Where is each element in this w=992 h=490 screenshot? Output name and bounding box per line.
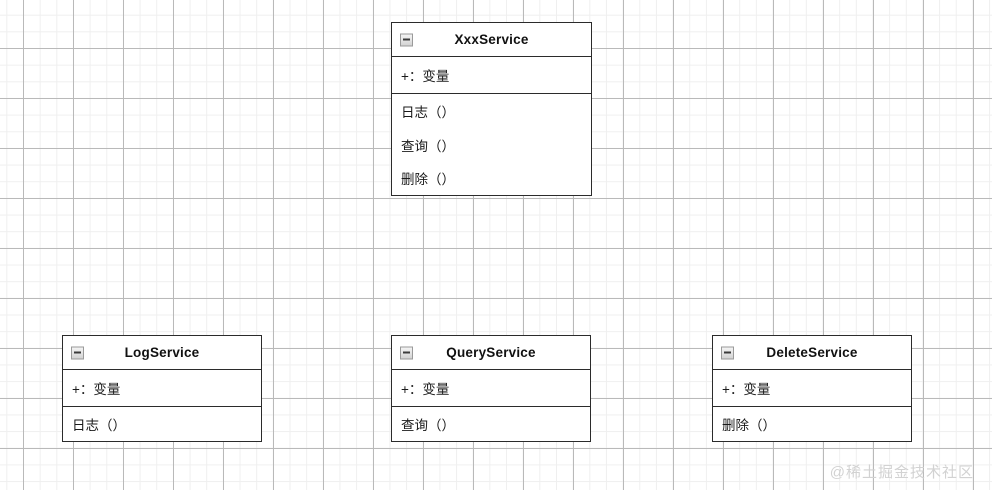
uml-attribute-row: +：变量 [401,382,450,397]
uml-class-header[interactable]: QueryService [392,336,590,370]
uml-attribute-row: +：变量 [72,382,121,397]
uml-class-delete-service[interactable]: DeleteService +：变量 删除（） [712,335,912,442]
uml-class-title: DeleteService [766,345,858,360]
uml-methods-compartment: 查询（） [392,407,590,441]
collapse-minus-icon[interactable] [400,33,413,46]
collapse-minus-icon[interactable] [71,346,84,359]
uml-method-row: 查询（） [401,418,455,433]
uml-attribute-row: +：变量 [722,382,771,397]
uml-methods-compartment: 日志（） 查询（） 删除（） [392,94,591,194]
minus-glyph [74,351,81,354]
uml-class-xxx-service[interactable]: XxxService +：变量 日志（） 查询（） 删除（） [391,22,592,196]
minus-glyph [403,351,410,354]
uml-methods-compartment: 删除（） [713,407,911,441]
uml-class-query-service[interactable]: QueryService +：变量 查询（） [391,335,591,442]
uml-method-row: 日志（） [401,105,455,120]
uml-class-title: QueryService [446,345,536,360]
uml-class-title: XxxService [454,32,529,47]
uml-method-row: 日志（） [72,418,126,433]
uml-class-header[interactable]: LogService [63,336,261,370]
uml-method-row: 删除（） [401,171,455,187]
uml-class-header[interactable]: XxxService [392,23,591,57]
uml-class-header[interactable]: DeleteService [713,336,911,370]
collapse-minus-icon[interactable] [400,346,413,359]
uml-attributes-compartment: +：变量 [392,370,590,407]
uml-class-title: LogService [124,345,200,360]
uml-attribute-row: +：变量 [401,69,450,84]
uml-method-row: 查询（） [401,138,455,154]
uml-methods-compartment: 日志（） [63,407,261,441]
watermark: @稀土掘金技术社区 [829,464,974,481]
uml-attributes-compartment: +：变量 [63,370,261,407]
uml-method-row: 删除（） [722,418,776,433]
minus-glyph [403,38,410,41]
uml-attributes-compartment: +：变量 [713,370,911,407]
minus-glyph [724,351,731,354]
uml-class-log-service[interactable]: LogService +：变量 日志（） [62,335,262,442]
uml-attributes-compartment: +：变量 [392,57,591,94]
collapse-minus-icon[interactable] [721,346,734,359]
